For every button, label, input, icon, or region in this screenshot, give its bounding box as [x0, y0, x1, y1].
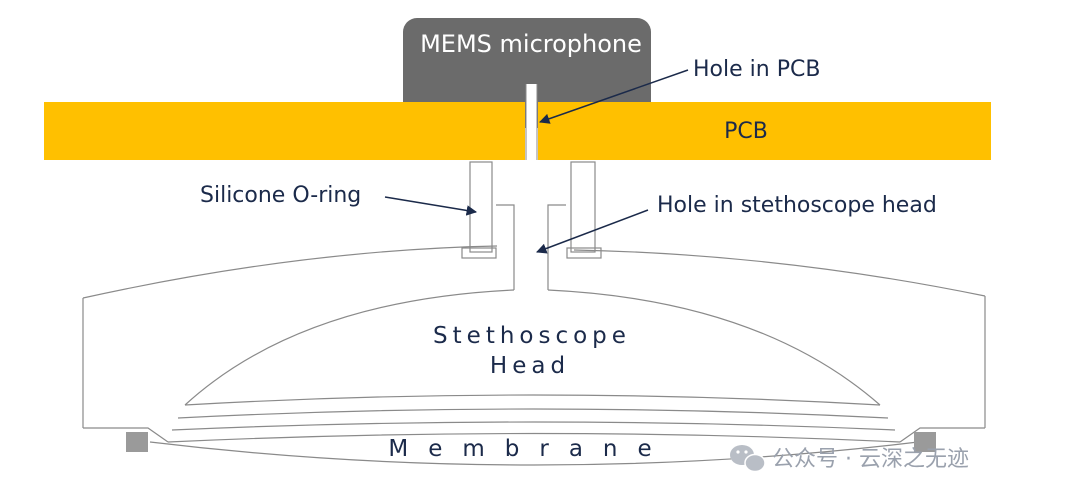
- head-label-line1: Stethoscope: [433, 323, 631, 349]
- arrow-oring: [384, 196, 478, 216]
- pcb-label: PCB: [724, 119, 768, 144]
- pcb-hole: [526, 84, 537, 160]
- hole-head-label: Hole in stethoscope head: [657, 193, 937, 218]
- hole-pcb-label: Hole in PCB: [693, 57, 820, 82]
- mems-microphone: [403, 18, 651, 128]
- pcb-left: [44, 102, 525, 160]
- wechat-icon: [730, 445, 766, 473]
- oring-label: Silicone O-ring: [200, 183, 361, 208]
- foot-left: [126, 432, 148, 452]
- arrow-hole-head: [536, 209, 649, 254]
- watermark: 公众号 · 云深之无迹: [730, 445, 969, 473]
- foot-right: [914, 432, 936, 452]
- head-label-line2: Head: [490, 353, 570, 379]
- membrane-label: Membrane: [388, 436, 671, 462]
- pcb-right: [538, 102, 991, 160]
- mems-label: MEMS microphone: [420, 30, 642, 58]
- o-ring-right: [566, 161, 602, 259]
- stethoscope-head-outline: [82, 204, 986, 466]
- watermark-text: 公众号 · 云深之无迹: [772, 447, 969, 472]
- arrow-hole-pcb: [539, 69, 689, 124]
